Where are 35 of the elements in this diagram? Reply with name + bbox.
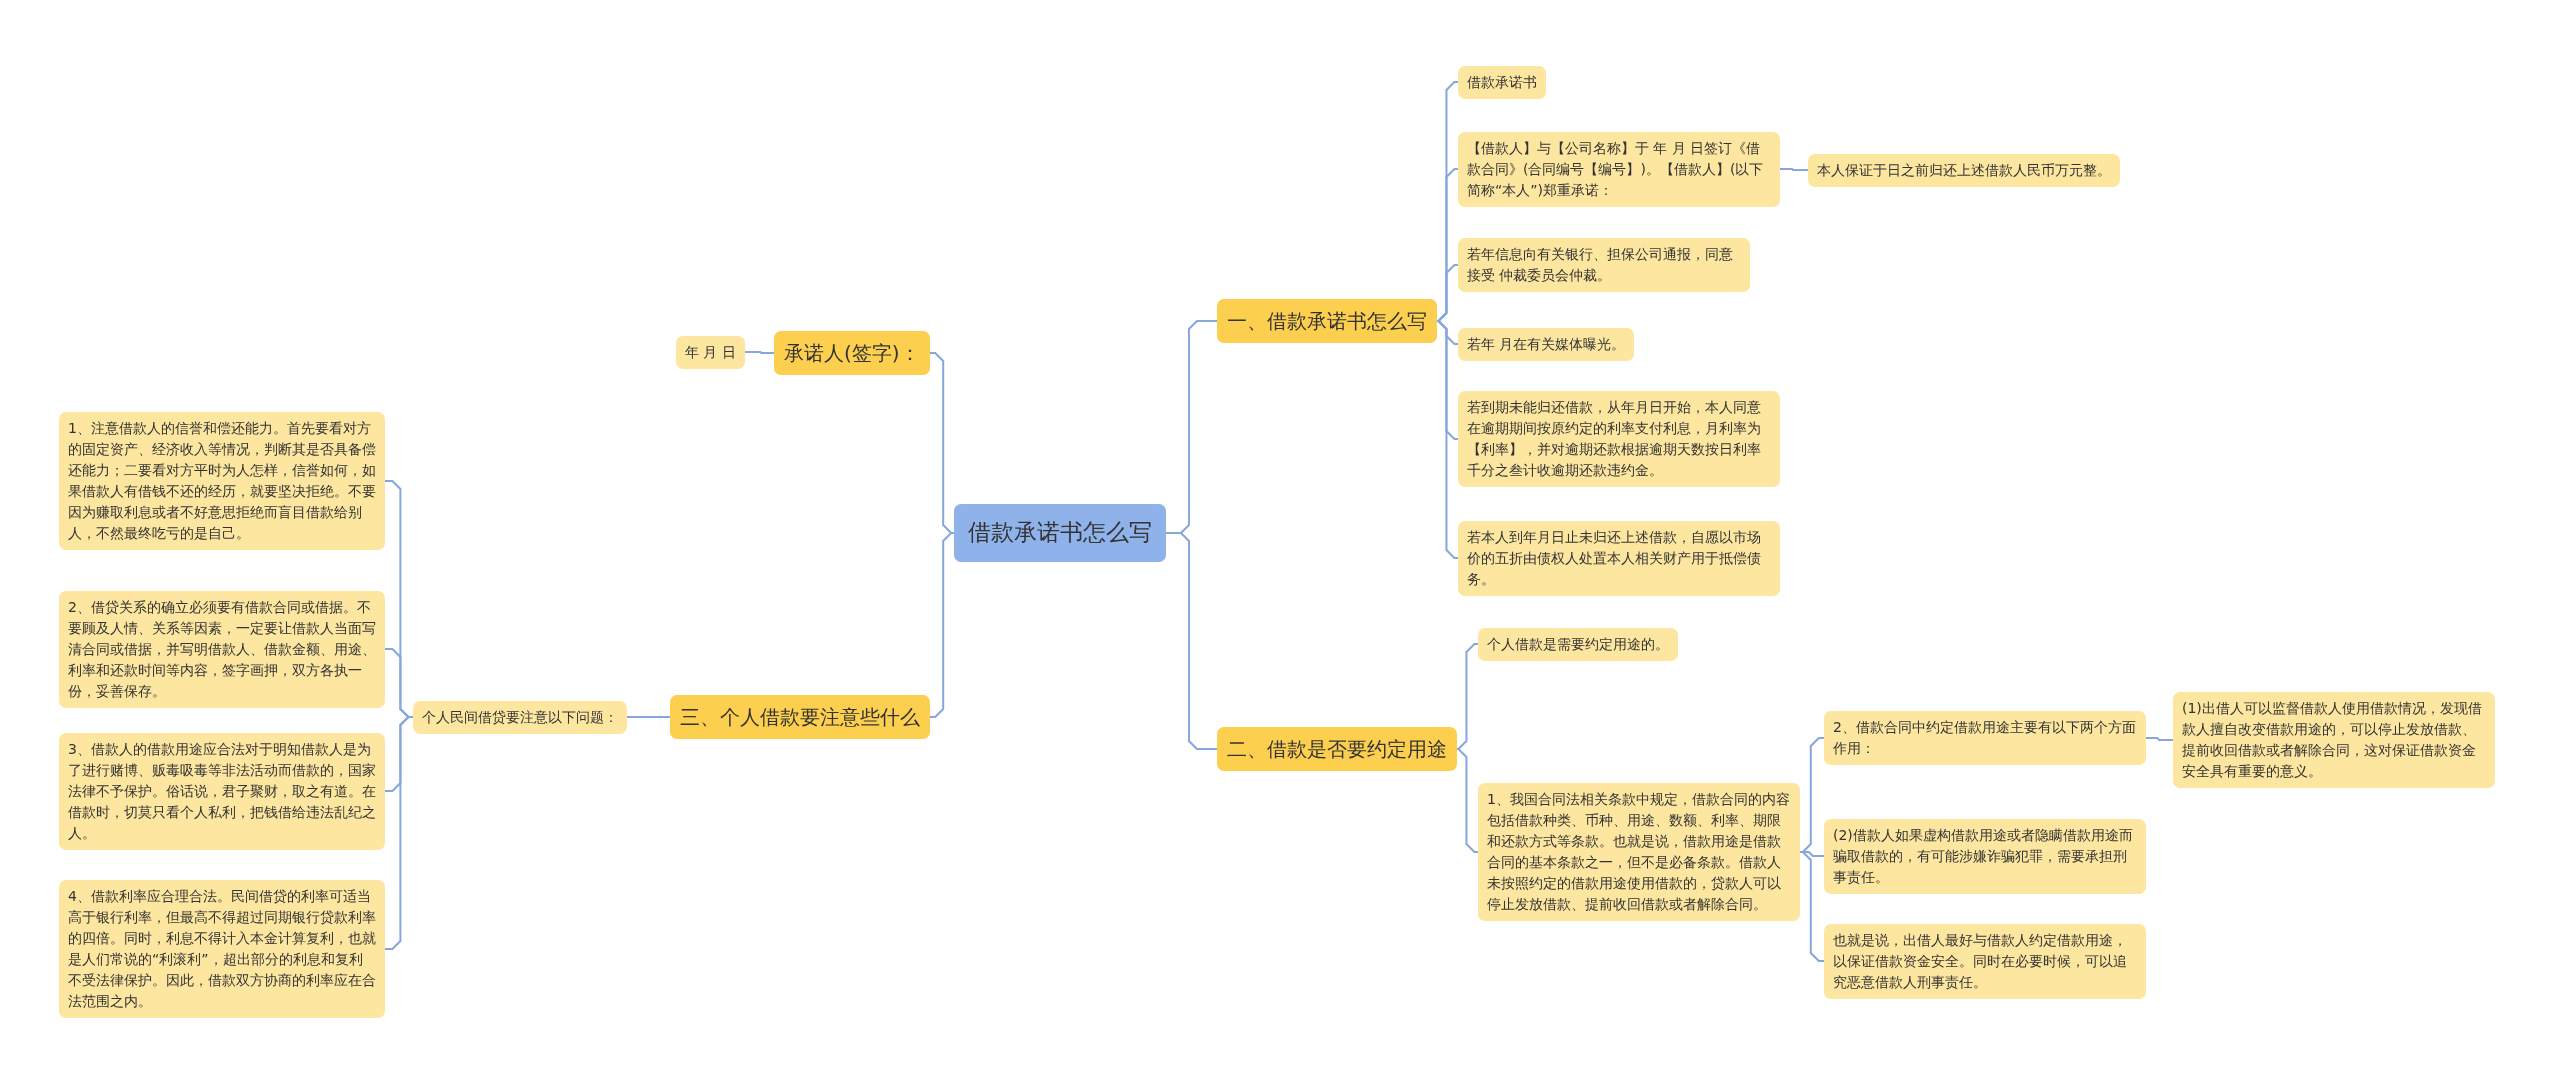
central-topic: 借款承诺书怎么写 [954,504,1166,562]
topic-box: 若本人到年月日止未归还上述借款，自愿以市场价的五折由债权人处置本人相关财产用于抵偿债务。 [1458,520,1780,596]
connector-line [1165,532,1218,750]
connector-line [1799,851,1825,962]
topic-box: 若年信息向有关银行、担保公司通报，同意接受 仲裁委员会仲裁。 [1458,238,1750,292]
branch-topic: 承诺人(签字)： [774,331,930,375]
connector-line [1436,320,1459,559]
connector-line [1436,264,1459,322]
topic-box: 1、我国合同法相关条款中规定，借款合同的内容包括借款种类、币种、用途、数额、利率、期限和还款方式等条款。也就是说，借款用途是借款合同的基本条款之一，但不是必备条款。借款人未按照约定的借款用途使用借款的，贷款人可以停止发放借款、提前收回借款或者解除合同。 [1478,783,1800,921]
topic-box: 年 月 日 [676,335,745,369]
connector-line [2145,737,2174,741]
topic-box: 若年 月在有关媒体曝光。 [1458,327,1635,361]
connector-line [1779,168,1809,171]
topic-box: 也就是说，出借人最好与借款人约定借款用途，以保证借款资金安全。同时在必要时候，可以追究恶意借款人刑事责任。 [1824,923,2146,999]
topic-box: 4、借款利率应合理合法。民间借贷的利率可适当高于银行利率，但最高不得超过同期银行贷款利率的四倍。同时，利息不得计入本金计算复利，也就是人们常说的“利滚利”，超出部分的利息和复利不受法律保护。因此，借款双方协商的利率应在合法范围之内。 [59,880,385,1018]
topic-box: 借款承诺书 [1458,65,1546,99]
topic-box: 个人民间借贷要注意以下问题： [413,700,627,734]
branch-topic: 一、借款承诺书怎么写 [1217,299,1437,343]
topic-box: (1)出借人可以监督借款人使用借款情况，发现借款人擅自改变借款用途的，可以停止发放借款、提前收回借款或者解除合同，这对保证借款资金安全具有重要的意义。 [2173,692,2495,788]
connector-line [744,351,775,354]
topic-box: 本人保证于日之前归还上述借款人民币万元整。 [1808,153,2120,187]
topic-box: 若到期未能归还借款，从年月日开始，本人同意在逾期期间按原约定的利率支付利息，月利率为【利率】，并对逾期还款根据逾期天数按日利率千分之叁计收逾期还款违约金。 [1458,391,1780,487]
connector-line [1456,643,1479,750]
branch-topic: 三、个人借款要注意些什么 [670,695,930,739]
topic-box: 【借款人】与【公司名称】于 年 月 日签订《借款合同》(合同编号【编号】)。【借款人】(以下简称“本人”)郑重承诺： [1458,131,1780,207]
topic-box: 2、借款合同中约定借款用途主要有以下两个方面作用： [1824,711,2146,765]
connector-line [626,716,671,718]
connector-line [1456,748,1479,853]
topic-box: 1、注意借款人的信誉和偿还能力。首先要看对方的固定资产、经济收入等情况，判断其是否具备偿还能力；二要看对方平时为人怎样，信誉如何，如果借款人有借钱不还的经历，就要坚决拒绝。不要因为赚取利息或者不好意思拒绝而盲目借款给别人，不然最终吃亏的是自己。 [59,412,385,550]
topic-box: 个人借款是需要约定用途的。 [1478,627,1678,661]
topic-box: 3、借款人的借款用途应合法对于明知借款人是为了进行赌博、贩毒吸毒等非法活动而借款的，国家法律不予保护。俗话说，君子聚财，取之有道。在借款时，切莫只看个人私利，把钱借给违法乱纪之人。 [59,732,385,850]
branch-topic: 二、借款是否要约定用途 [1217,727,1457,771]
connector-line [929,532,955,718]
topic-box: 2、借贷关系的确立必须要有借款合同或借据。不要顾及人情、关系等因素，一定要让借款人当面写清合同或借据，并写明借款人、借款金额、用途、利率和还款时间等内容，签字画押，双方各执一份，妥善保存。 [59,590,385,708]
topic-box: (2)借款人如果虚构借款用途或者隐瞒借款用途而骗取借款的，有可能涉嫌诈骗犯罪，需要承担刑事责任。 [1824,818,2146,894]
